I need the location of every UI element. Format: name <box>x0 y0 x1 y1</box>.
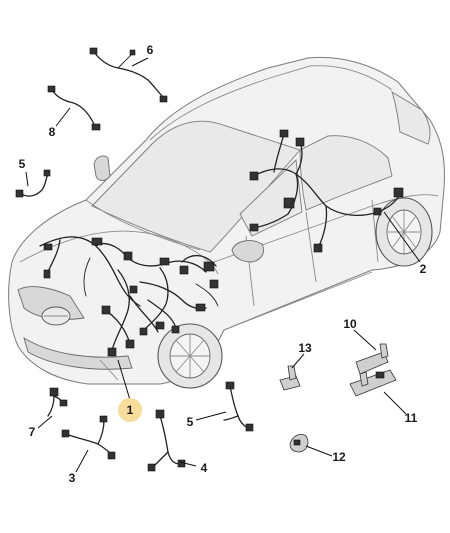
engine-harness <box>39 236 219 357</box>
part-13-bracket <box>279 365 301 391</box>
callout-12: 12 <box>332 450 346 464</box>
harness-part-6 <box>89 47 168 103</box>
callout-5-lower: 5 <box>187 415 194 429</box>
part-12-sensor <box>289 434 309 453</box>
car-body <box>8 56 445 389</box>
callout-3: 3 <box>69 471 76 485</box>
callout-1-highlight <box>118 398 142 422</box>
part-10-11-assembly <box>349 343 397 397</box>
leader-lines <box>25 57 421 473</box>
callout-1: 1 <box>127 403 134 417</box>
harness-part-5-lower <box>223 381 254 432</box>
callout-13: 13 <box>298 341 312 355</box>
harness-part-7 <box>47 387 68 417</box>
harness-part-4 <box>147 409 186 472</box>
callout-7: 7 <box>29 425 36 439</box>
callout-5-upper: 5 <box>19 157 26 171</box>
harness-part-3 <box>61 415 116 460</box>
harness-part-8 <box>47 85 101 131</box>
callout-11: 11 <box>405 411 418 425</box>
callout-6: 6 <box>147 43 154 57</box>
body-harness <box>249 129 404 253</box>
callout-10: 10 <box>343 317 357 331</box>
callout-4: 4 <box>201 461 208 475</box>
callout-8: 8 <box>49 125 56 139</box>
callout-labels: 1 2 3 4 5 5 6 7 8 10 11 12 13 <box>19 43 427 485</box>
harness-part-5-upper <box>15 169 51 198</box>
callout-2: 2 <box>420 262 427 276</box>
